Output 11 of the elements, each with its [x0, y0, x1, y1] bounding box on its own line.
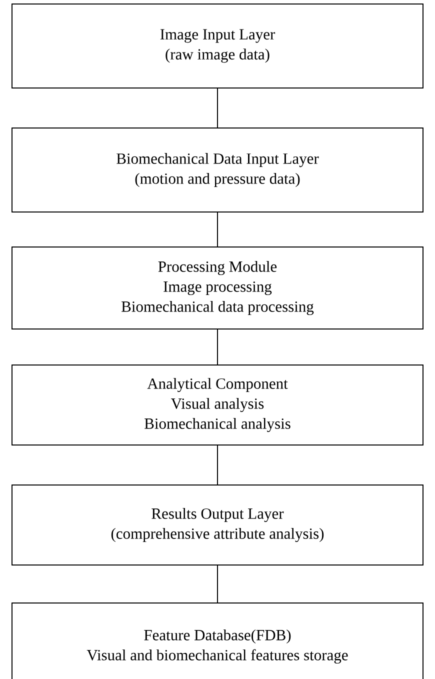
layer-box: Processing Module Image processing Biomechanical data processing [12, 246, 424, 330]
connector-line [217, 445, 218, 485]
layer-box: Results Output Layer (comprehensive attribute analysis) [12, 484, 424, 566]
connector-line [217, 329, 218, 365]
layer-box: Biomechanical Data Input Layer (motion and pressure data) [12, 128, 424, 212]
connector-line [217, 212, 218, 247]
layer-box: Analytical Component Visual analysis Biomechanical analysis [12, 364, 424, 446]
connector-line [217, 88, 218, 128]
layer-box: Image Input Layer (raw image data) [12, 4, 424, 88]
connector-line [217, 565, 218, 603]
layer-box: Feature Database(FDB) Visual and biomechanical features storage [12, 602, 424, 679]
